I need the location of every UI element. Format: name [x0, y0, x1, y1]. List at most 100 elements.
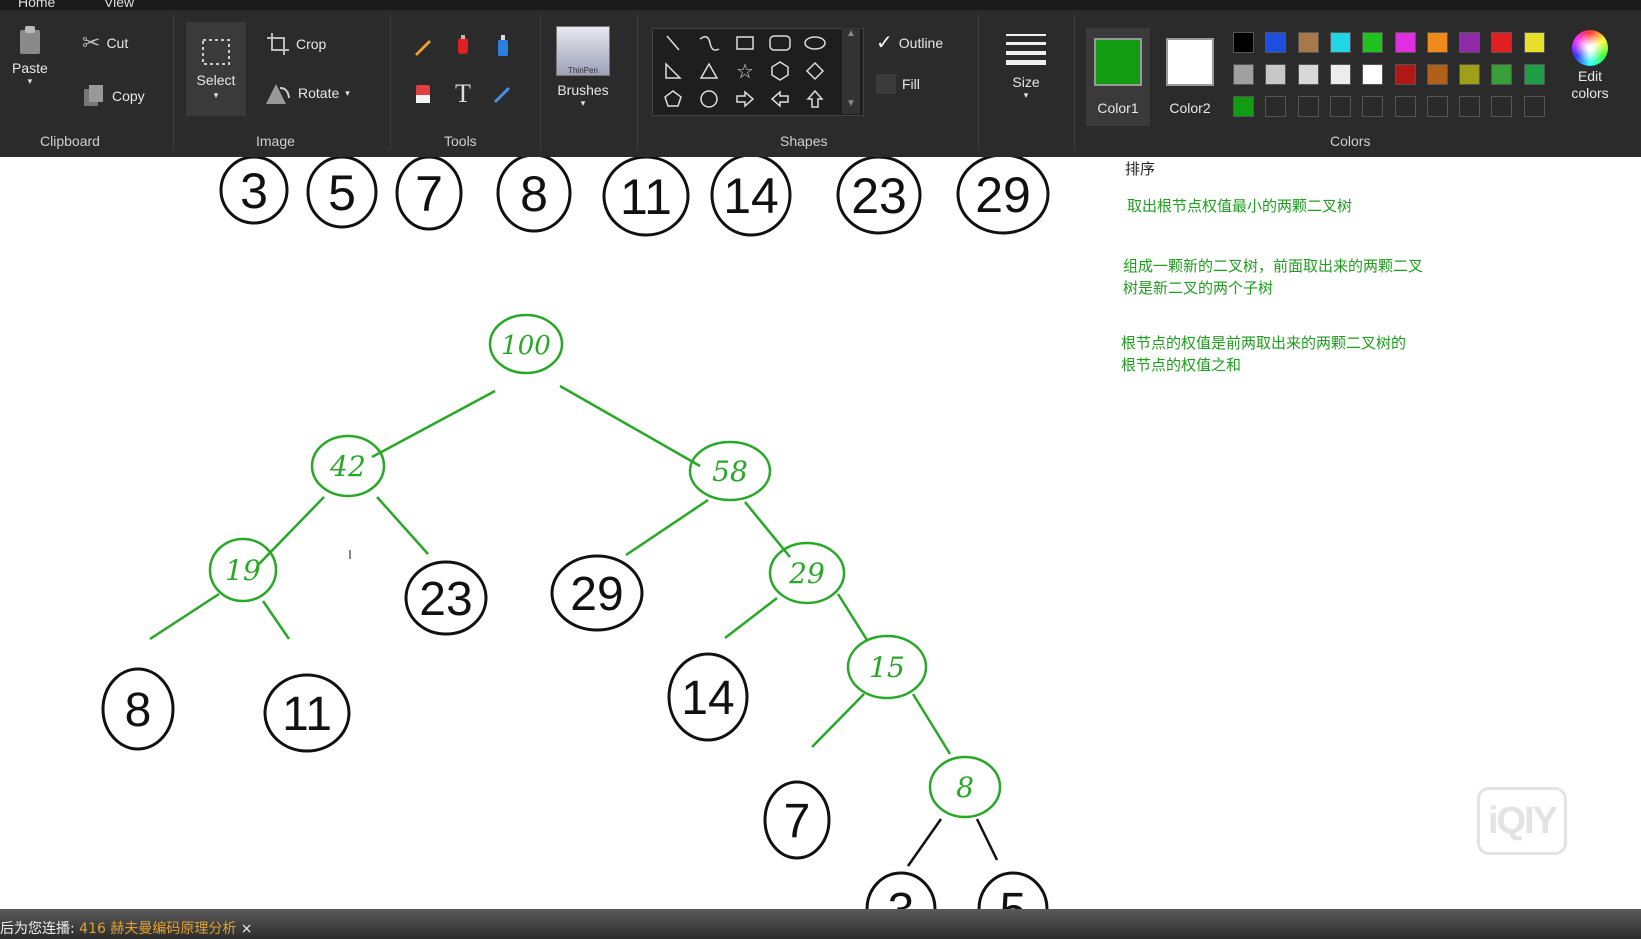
color1-button[interactable]: Color1 — [1086, 28, 1150, 126]
oval-shape-icon — [804, 36, 826, 50]
tree-node-3 — [865, 871, 937, 909]
color1-swatch — [1094, 38, 1142, 86]
palette-swatch[interactable] — [1491, 64, 1513, 85]
text-tool[interactable]: T — [447, 78, 479, 110]
palette-swatch[interactable] — [1233, 64, 1254, 85]
palette-swatch[interactable] — [1329, 32, 1351, 53]
palette-swatch[interactable] — [1329, 64, 1351, 85]
next-episode-link[interactable]: 416 赫夫曼编码原理分析 — [79, 921, 237, 937]
shape-curve[interactable] — [694, 30, 724, 56]
palette-swatch[interactable] — [1362, 96, 1384, 117]
tree-node-42 — [310, 434, 386, 498]
select-dropdown-icon: ▾ — [213, 89, 219, 100]
palette-swatch[interactable] — [1297, 96, 1319, 117]
palette-swatch[interactable] — [1297, 32, 1319, 53]
fill-label: Fill — [902, 76, 920, 92]
shape-up-arrow[interactable] — [800, 86, 830, 112]
palette-swatch[interactable] — [1523, 32, 1545, 53]
palette-swatch[interactable] — [1459, 32, 1481, 53]
shape-left-arrow[interactable] — [765, 86, 795, 112]
palette-swatch[interactable] — [1394, 64, 1416, 85]
selection-rect-icon — [202, 38, 230, 65]
palette-swatch[interactable] — [1491, 96, 1513, 117]
size-button[interactable]: Size ▾ — [1006, 32, 1046, 101]
tree-node-label: 7 — [784, 795, 811, 848]
eraser-tool[interactable] — [407, 78, 439, 110]
palette-swatch[interactable] — [1523, 96, 1545, 117]
tab-view[interactable]: View — [104, 0, 135, 10]
palette-swatch[interactable] — [1265, 32, 1287, 53]
rotate-button[interactable]: Rotate ▾ — [264, 80, 350, 106]
color2-button[interactable]: Color2 — [1158, 28, 1222, 126]
palette-swatch[interactable] — [1233, 32, 1254, 53]
edit-colors-button[interactable]: Edit colors — [1566, 30, 1614, 102]
palette-swatch[interactable] — [1394, 32, 1416, 53]
brushes-button[interactable]: ThinPen Brushes ▾ — [556, 26, 610, 109]
palette-swatch[interactable] — [1265, 96, 1287, 117]
tree-edge — [811, 693, 865, 748]
tab-home[interactable]: Home — [18, 0, 56, 10]
tree-node-8-internal — [928, 755, 1002, 819]
brushes-dropdown-icon: ▾ — [580, 98, 586, 108]
tree-edge — [911, 693, 952, 755]
palette-swatch[interactable] — [1265, 64, 1287, 85]
palette-swatch[interactable] — [1426, 64, 1448, 85]
shape-line[interactable] — [658, 30, 688, 56]
shape-pentagon[interactable] — [658, 86, 688, 112]
cut-button[interactable]: ✂ Cut — [82, 30, 128, 56]
fill-tool[interactable] — [447, 30, 479, 62]
brush-thumbnail: ThinPen — [556, 26, 610, 76]
shape-polygon[interactable] — [658, 58, 688, 84]
shapes-scrollbar[interactable]: ▲ ▼ — [842, 28, 860, 114]
edit-colors-label: Edit colors — [1571, 68, 1609, 101]
sorted-node-8 — [496, 157, 572, 233]
shape-circle[interactable] — [694, 86, 724, 112]
clipboard-icon — [19, 26, 40, 54]
palette-swatch[interactable] — [1426, 32, 1448, 53]
tree-edge — [261, 600, 291, 640]
shape-rounded-rectangle[interactable] — [765, 30, 795, 56]
outline-toggle[interactable]: ✓ Outline — [876, 30, 943, 55]
color-picker-tool[interactable] — [487, 78, 519, 110]
palette-swatch[interactable] — [1491, 32, 1513, 53]
paste-button[interactable]: Paste ▾ — [12, 24, 48, 87]
scroll-down-icon[interactable]: ▼ — [846, 98, 856, 109]
tree-node-7 — [763, 780, 831, 860]
fill-toggle[interactable]: Fill — [876, 74, 920, 94]
shape-rectangle[interactable] — [730, 30, 760, 56]
drawing-canvas[interactable]: 3 5 7 8 11 14 23 29 100 42 58 19 — [0, 157, 1641, 909]
tree-node-29-internal — [768, 541, 846, 605]
close-icon[interactable]: × — [240, 921, 253, 937]
pencil-tool[interactable] — [407, 30, 439, 62]
palette-swatch[interactable] — [1394, 96, 1416, 117]
fill-box-icon — [876, 74, 896, 94]
palette-swatch[interactable] — [1459, 64, 1481, 85]
palette-swatch[interactable] — [1523, 64, 1545, 85]
shape-right-arrow[interactable] — [730, 86, 760, 112]
shape-oval[interactable] — [800, 30, 830, 56]
scroll-up-icon[interactable]: ▲ — [846, 28, 856, 39]
palette-swatch[interactable] — [1362, 64, 1384, 85]
crop-button[interactable]: Crop — [266, 32, 326, 56]
select-button[interactable]: Select ▾ — [186, 22, 246, 116]
palette-swatch[interactable] — [1297, 64, 1319, 85]
brush-thumbnail-text: ThinPen — [568, 66, 598, 75]
color2-swatch — [1166, 38, 1214, 86]
iqiyi-watermark-logo: iQIY — [1477, 787, 1567, 855]
tree-edge — [149, 592, 220, 641]
shape-triangle[interactable] — [694, 58, 724, 84]
palette-swatch[interactable] — [1459, 96, 1481, 117]
shape-hexagon[interactable] — [765, 58, 795, 84]
text-color-tool[interactable] — [487, 30, 519, 62]
pentagon-shape-icon — [664, 90, 682, 107]
shape-diamond[interactable] — [800, 58, 830, 84]
text-t-icon: T — [455, 79, 471, 108]
palette-swatch[interactable] — [1233, 96, 1254, 117]
shape-star[interactable]: ☆ — [730, 58, 760, 84]
palette-swatch[interactable] — [1329, 96, 1351, 117]
copy-button[interactable]: Copy — [82, 84, 145, 108]
autoplay-bar — [0, 909, 1641, 939]
palette-swatch[interactable] — [1362, 32, 1384, 53]
sorted-node-label: 8 — [520, 166, 548, 222]
palette-swatch[interactable] — [1426, 96, 1448, 117]
